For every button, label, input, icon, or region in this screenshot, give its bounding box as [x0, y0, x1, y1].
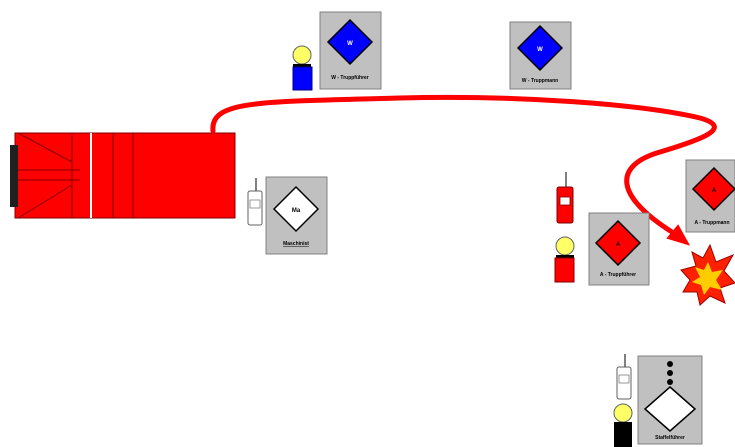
radio-icon — [556, 172, 574, 224]
a-truppmann-card: A A - Truppmann — [685, 159, 735, 233]
person-icon — [292, 45, 313, 91]
staffelfuehrer-card: Staffelführer — [637, 355, 703, 445]
maschinist-code: Ma — [292, 208, 301, 214]
radio-icon — [616, 354, 632, 400]
hose-line-icon — [210, 94, 717, 240]
a-truppmann-code: A — [712, 188, 717, 194]
w-truppmann-card: W W - Truppmann — [509, 21, 572, 90]
maschinist-label: Maschinist — [283, 241, 309, 247]
maschinist-card: Ma Maschinist — [265, 176, 328, 255]
w-truppmann-label: W - Truppmann — [522, 78, 558, 84]
a-truppfuehrer-label: A - Truppführer — [600, 272, 636, 278]
staffelfuehrer-label: Staffelführer — [655, 435, 685, 441]
a-truppfuehrer-code: A — [616, 242, 621, 248]
w-truppfuehrer-card: W W - Truppführer — [319, 11, 382, 90]
w-truppfuehrer-code: W — [347, 41, 353, 47]
w-truppfuehrer-label: W - Truppführer — [331, 75, 369, 81]
fire-truck-icon — [10, 132, 236, 219]
a-truppmann-label: A - Truppmann — [694, 220, 729, 226]
a-truppfuehrer-card: A A - Truppführer — [588, 212, 650, 286]
radio-icon — [247, 178, 263, 226]
fire-explosion-icon — [680, 243, 735, 306]
w-truppmann-code: W — [537, 47, 543, 53]
person-icon — [554, 236, 575, 283]
person-icon — [613, 403, 633, 447]
hose-nozzle-arrow — [666, 224, 691, 246]
